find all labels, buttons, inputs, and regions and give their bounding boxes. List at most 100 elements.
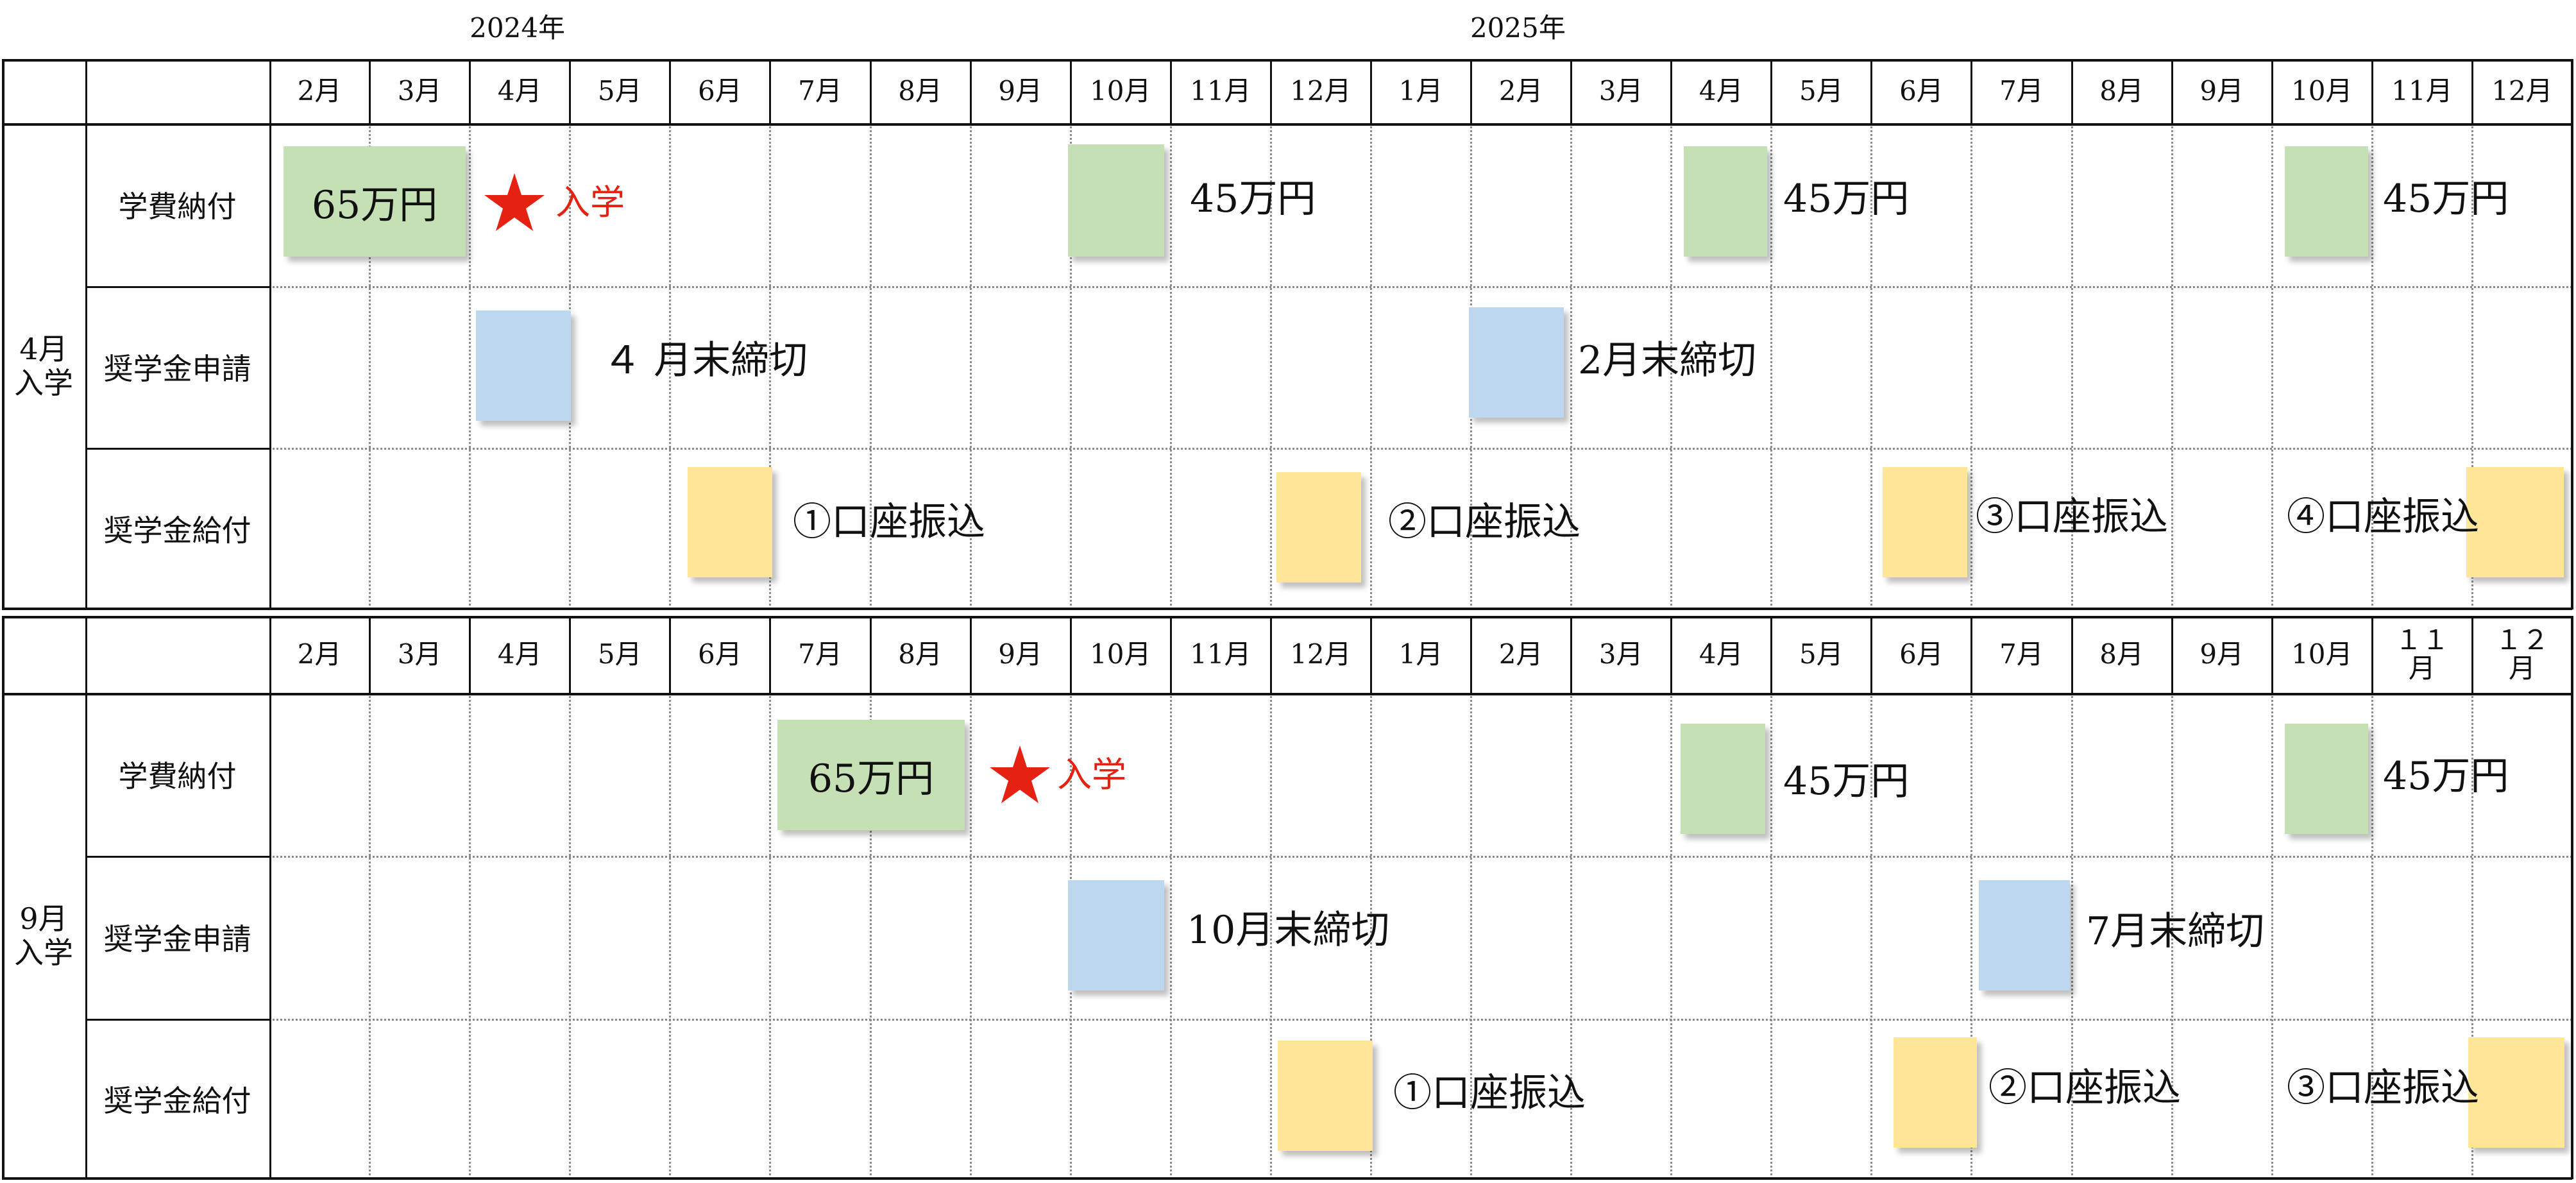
star-icon	[990, 745, 1050, 803]
application-box	[1068, 880, 1164, 991]
grid-column-line	[669, 123, 672, 609]
month-header-cell: 2月	[297, 638, 342, 670]
month-header-cell: 6月	[698, 638, 742, 670]
fee-box	[1681, 724, 1765, 834]
month-header-cell: 8月	[898, 638, 942, 670]
month-header-cell: 4月	[1699, 74, 1743, 106]
month-header-cell: 9月	[2199, 74, 2244, 106]
month-header-cell: 7月	[1999, 638, 2044, 670]
month-header-cell: 3月	[1598, 638, 1643, 670]
month-header-cell: 4月	[1699, 638, 1743, 670]
header-column-line	[2471, 616, 2473, 693]
fee-box-with-amount: 65万円	[777, 720, 965, 830]
month-header-cell: 11月	[2391, 74, 2453, 106]
grid-column-line	[1169, 693, 1172, 1179]
month-header-cell: 2月	[1498, 74, 1543, 106]
grid-column-line	[2071, 123, 2073, 609]
intake-group-label: 4月入学	[14, 332, 73, 400]
payment-annotation: ③口座振込	[1976, 495, 2168, 540]
header-column-line	[769, 616, 772, 693]
payment-annotation: ②口座振込	[1388, 500, 1580, 545]
grid-column-line	[2271, 693, 2273, 1179]
header-column-line	[2271, 59, 2273, 123]
grid-column-line	[1970, 693, 1973, 1179]
row-label: 奨学金給付	[103, 513, 251, 548]
header-column-line	[869, 59, 872, 123]
header-column-line	[1369, 59, 1372, 123]
group-column-line	[85, 59, 87, 609]
header-column-line	[1870, 59, 1873, 123]
grid-column-line	[1570, 693, 1573, 1179]
header-column-line	[2271, 616, 2273, 693]
grid-column-line	[369, 123, 371, 609]
table-border-top	[2, 616, 2572, 618]
month-header-cell: 9月	[998, 74, 1042, 106]
fee-annotation: 45万円	[1190, 176, 1316, 221]
header-column-line	[1870, 616, 1873, 693]
fee-box	[1068, 144, 1164, 257]
header-border-bottom	[2, 693, 2572, 695]
grid-column-line	[1670, 123, 1673, 609]
month-header-cell: 3月	[1598, 74, 1643, 106]
month-header-cell: 1月	[1398, 74, 1443, 106]
grid-column-line	[969, 693, 972, 1179]
month-header-cell: 12月	[1290, 74, 1352, 106]
grid-row-line	[269, 1019, 2572, 1021]
grid-column-line	[1369, 693, 1372, 1179]
header-column-line	[1670, 59, 1673, 123]
payment-annotation: ①口座振込	[1393, 1071, 1586, 1116]
grid-column-line	[1870, 693, 1873, 1179]
grid-column-line	[1870, 123, 1873, 609]
grid-column-line	[869, 123, 872, 609]
header-column-line	[569, 616, 572, 693]
row-label: 奨学金申請	[103, 922, 251, 957]
month-header-cell: 5月	[1799, 74, 1843, 106]
fee-box	[2285, 146, 2368, 257]
grid-column-line	[1069, 123, 1072, 609]
header-column-line	[1970, 616, 1973, 693]
header-column-line	[1169, 59, 1172, 123]
row-label: 奨学金給付	[103, 1084, 251, 1118]
header-column-line	[1970, 59, 1973, 123]
header-column-line	[1269, 616, 1272, 693]
grid-column-line	[769, 123, 772, 609]
header-column-line	[2471, 59, 2473, 123]
grid-column-line	[969, 123, 972, 609]
grid-column-line	[1470, 693, 1473, 1179]
month-header-cell: 10月	[1090, 74, 1151, 106]
entry-label: 入学	[555, 182, 625, 223]
payment-box	[2466, 467, 2564, 577]
grid-column-line	[1570, 123, 1573, 609]
month-header-cell: 6月	[1899, 74, 1944, 106]
application-annotation: 2月末締切	[1578, 338, 1757, 383]
header-column-line	[369, 59, 371, 123]
payment-box	[1276, 472, 1361, 583]
month-header-cell: 2月	[297, 74, 342, 106]
grid-column-line	[1970, 123, 1973, 609]
grid-column-line	[1770, 693, 1773, 1179]
header-column-line	[2171, 616, 2173, 693]
header-column-line	[469, 59, 471, 123]
grid-column-line	[369, 693, 371, 1179]
month-header-cell: 7月	[798, 638, 842, 670]
month-header-cell: 6月	[1899, 638, 1944, 670]
payment-annotation: ②口座振込	[1988, 1066, 2181, 1111]
month-header-cell: 7月	[1999, 74, 2044, 106]
month-header-cell: 12月	[2491, 74, 2553, 106]
month-header-cell: 8月	[2099, 74, 2144, 106]
grid-column-line	[2071, 693, 2073, 1179]
row-divider	[85, 1019, 269, 1021]
payment-box	[2468, 1037, 2564, 1148]
month-header-cell: 8月	[2099, 638, 2144, 670]
table-border-right	[2571, 616, 2573, 1179]
month-header-cell: 2月	[1498, 638, 1543, 670]
header-column-line	[669, 59, 672, 123]
payment-annotation: ①口座振込	[793, 500, 985, 545]
header-column-line	[969, 616, 972, 693]
application-annotation: 10月末締切	[1187, 908, 1390, 953]
table-border-top	[2, 59, 2572, 62]
grid-column-line	[2171, 123, 2173, 609]
month-header-cell: 10月	[2291, 638, 2353, 670]
